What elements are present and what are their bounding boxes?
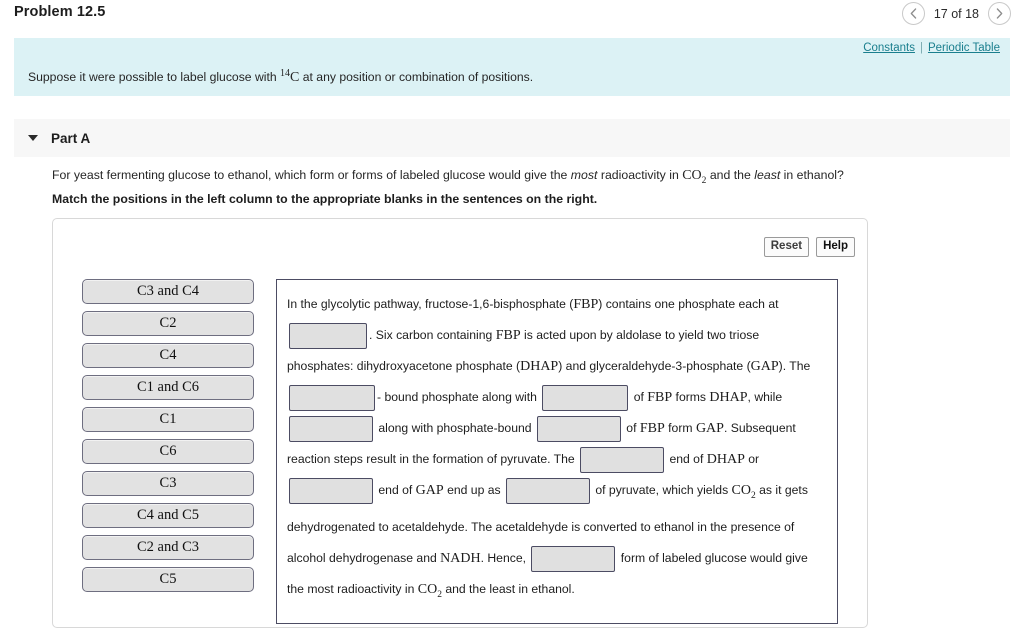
co2-formula: CO2	[731, 483, 756, 501]
label-tile[interactable]: C3	[82, 471, 254, 496]
co2-formula: CO2	[417, 581, 442, 600]
dhap-abbrev: DHAP	[709, 390, 748, 405]
page-header: Problem 12.5 17 of 18	[0, 0, 1024, 33]
sentence-drop-panel: In the glycolytic pathway, fructose-1,6-…	[276, 279, 838, 624]
co2-subscript: 2	[437, 589, 442, 600]
co2-text: CO	[417, 581, 438, 597]
next-problem-button[interactable]	[988, 2, 1011, 25]
nadh-abbrev: NADH	[440, 550, 481, 566]
constants-link[interactable]: Constants	[863, 42, 915, 54]
drop-blank-3[interactable]	[542, 384, 629, 411]
co2-subscript: 2	[701, 175, 707, 186]
answer-container: Reset Help C3 and C4 C2 C4 C1 and C6 C1 …	[52, 218, 868, 628]
gap-abbrev: GAP	[695, 421, 724, 436]
isotope-symbol: C	[290, 70, 300, 86]
sentence-text: ) and glyceraldehyde-3-phosphate (	[558, 359, 751, 373]
question-text-1: For yeast fermenting glucose to ethanol,…	[52, 168, 571, 182]
isotope-superscript: 14	[280, 68, 291, 79]
fbp-abbrev: FBP	[495, 328, 521, 343]
link-separator: |	[919, 42, 923, 54]
page-title: Problem 12.5	[14, 4, 106, 20]
pagination-label: 17 of 18	[933, 6, 979, 21]
chevron-left-icon	[910, 8, 917, 19]
previous-problem-button[interactable]	[901, 2, 925, 25]
sentence-text: and the least in ethanol.	[441, 581, 575, 596]
sentence-text: In the glycolytic pathway, fructose-1,6-…	[287, 297, 574, 311]
sentence-text: end of	[666, 452, 707, 466]
dhap-abbrev: DHAP	[520, 359, 559, 374]
label-tile[interactable]: C2	[82, 311, 254, 336]
drop-blank-5[interactable]	[536, 415, 621, 442]
question-emphasis-least: least	[754, 168, 781, 182]
sentence-text: along with phosphate-bound	[375, 421, 535, 435]
sentence-text: form of labeled glucose would give the m…	[287, 550, 808, 596]
drop-blank-8[interactable]	[506, 477, 590, 504]
gap-abbrev: GAP	[750, 359, 779, 374]
question-text-2: radioactivity in	[597, 168, 683, 182]
label-bank: C3 and C4 C2 C4 C1 and C6 C1 C6 C3 C4 an…	[82, 279, 254, 592]
sentence-text: ) contains one phosphate each at	[598, 297, 779, 311]
label-tile[interactable]: C5	[82, 567, 254, 592]
sentence-text: . Subsequent reaction steps result in th…	[287, 421, 796, 466]
drop-blank-6[interactable]	[580, 446, 665, 473]
sentence-text: end up as	[443, 483, 504, 497]
sentence-text: , while	[747, 390, 783, 404]
drop-blank-7[interactable]	[289, 477, 373, 504]
sentence-text: end of	[375, 483, 416, 497]
drop-blank-4[interactable]	[289, 415, 373, 442]
pagination-controls: 17 of 18	[901, 2, 1011, 25]
sentence-text: - bound phosphate along with	[377, 390, 541, 404]
problem-intro-banner: Constants | Periodic Table Suppose it were…	[14, 38, 1010, 96]
co2-formula: CO2	[682, 168, 707, 186]
gap-abbrev: GAP	[415, 483, 444, 498]
fbp-abbrev: FBP	[639, 421, 665, 436]
sentence-text: or	[744, 452, 760, 466]
sentence-text: of pyruvate, which yields	[592, 483, 732, 497]
question-text-3: and the	[706, 168, 755, 182]
drop-blank-2[interactable]	[289, 384, 375, 411]
sentence-text: ). The	[778, 359, 811, 373]
question-text-4: in ethanol?	[780, 168, 844, 182]
question-emphasis-most: most	[570, 168, 598, 182]
sentence-text: of	[622, 421, 640, 435]
sentence-text: as it gets dehydrogenated to acetaldehyd…	[287, 483, 808, 565]
label-tile[interactable]: C3 and C4	[82, 279, 254, 304]
label-tile[interactable]: C1 and C6	[82, 375, 254, 400]
problem-intro-text: Suppose it were possible to label glucos…	[28, 68, 533, 86]
label-tile[interactable]: C4 and C5	[82, 503, 254, 528]
sentence-text: is acted upon by aldolase to yield two t…	[287, 328, 760, 373]
drop-blank-1[interactable]	[289, 322, 367, 349]
banner-resource-links: Constants | Periodic Table	[863, 42, 1000, 54]
help-button[interactable]: Help	[816, 237, 855, 257]
sentence-text: forms	[672, 390, 710, 404]
fbp-abbrev: FBP	[647, 390, 673, 405]
label-tile[interactable]: C6	[82, 439, 254, 464]
sentence-text: of	[630, 390, 648, 404]
caret-down-icon[interactable]	[28, 135, 38, 141]
answer-toolbar: Reset Help	[763, 237, 855, 257]
co2-text: CO	[682, 168, 702, 183]
intro-text-before: Suppose it were possible to label glucos…	[28, 70, 281, 85]
sentence-text: form	[664, 421, 696, 435]
reset-button[interactable]: Reset	[763, 237, 810, 257]
part-a-label: Part A	[51, 130, 91, 146]
intro-text-after: at any position or combination of positi…	[299, 70, 534, 85]
label-tile[interactable]: C1	[82, 407, 254, 432]
drop-blank-9[interactable]	[531, 545, 616, 572]
label-tile[interactable]: C2 and C3	[82, 535, 254, 560]
question-instruction: Match the positions in the left column t…	[52, 192, 598, 206]
fbp-abbrev: FBP	[573, 297, 599, 312]
sentence-text: . Six carbon containing	[369, 328, 496, 342]
periodic-table-link[interactable]: Periodic Table	[927, 42, 1000, 54]
sentence-text: . Hence,	[480, 550, 530, 565]
dhap-abbrev: DHAP	[706, 452, 745, 467]
question-prompt: For yeast fermenting glucose to ethanol,…	[52, 168, 844, 186]
chevron-right-icon	[996, 8, 1003, 19]
label-tile[interactable]: C4	[82, 343, 254, 368]
part-a-header[interactable]: Part A	[14, 119, 1010, 157]
co2-subscript: 2	[751, 490, 756, 501]
co2-text: CO	[731, 483, 751, 498]
